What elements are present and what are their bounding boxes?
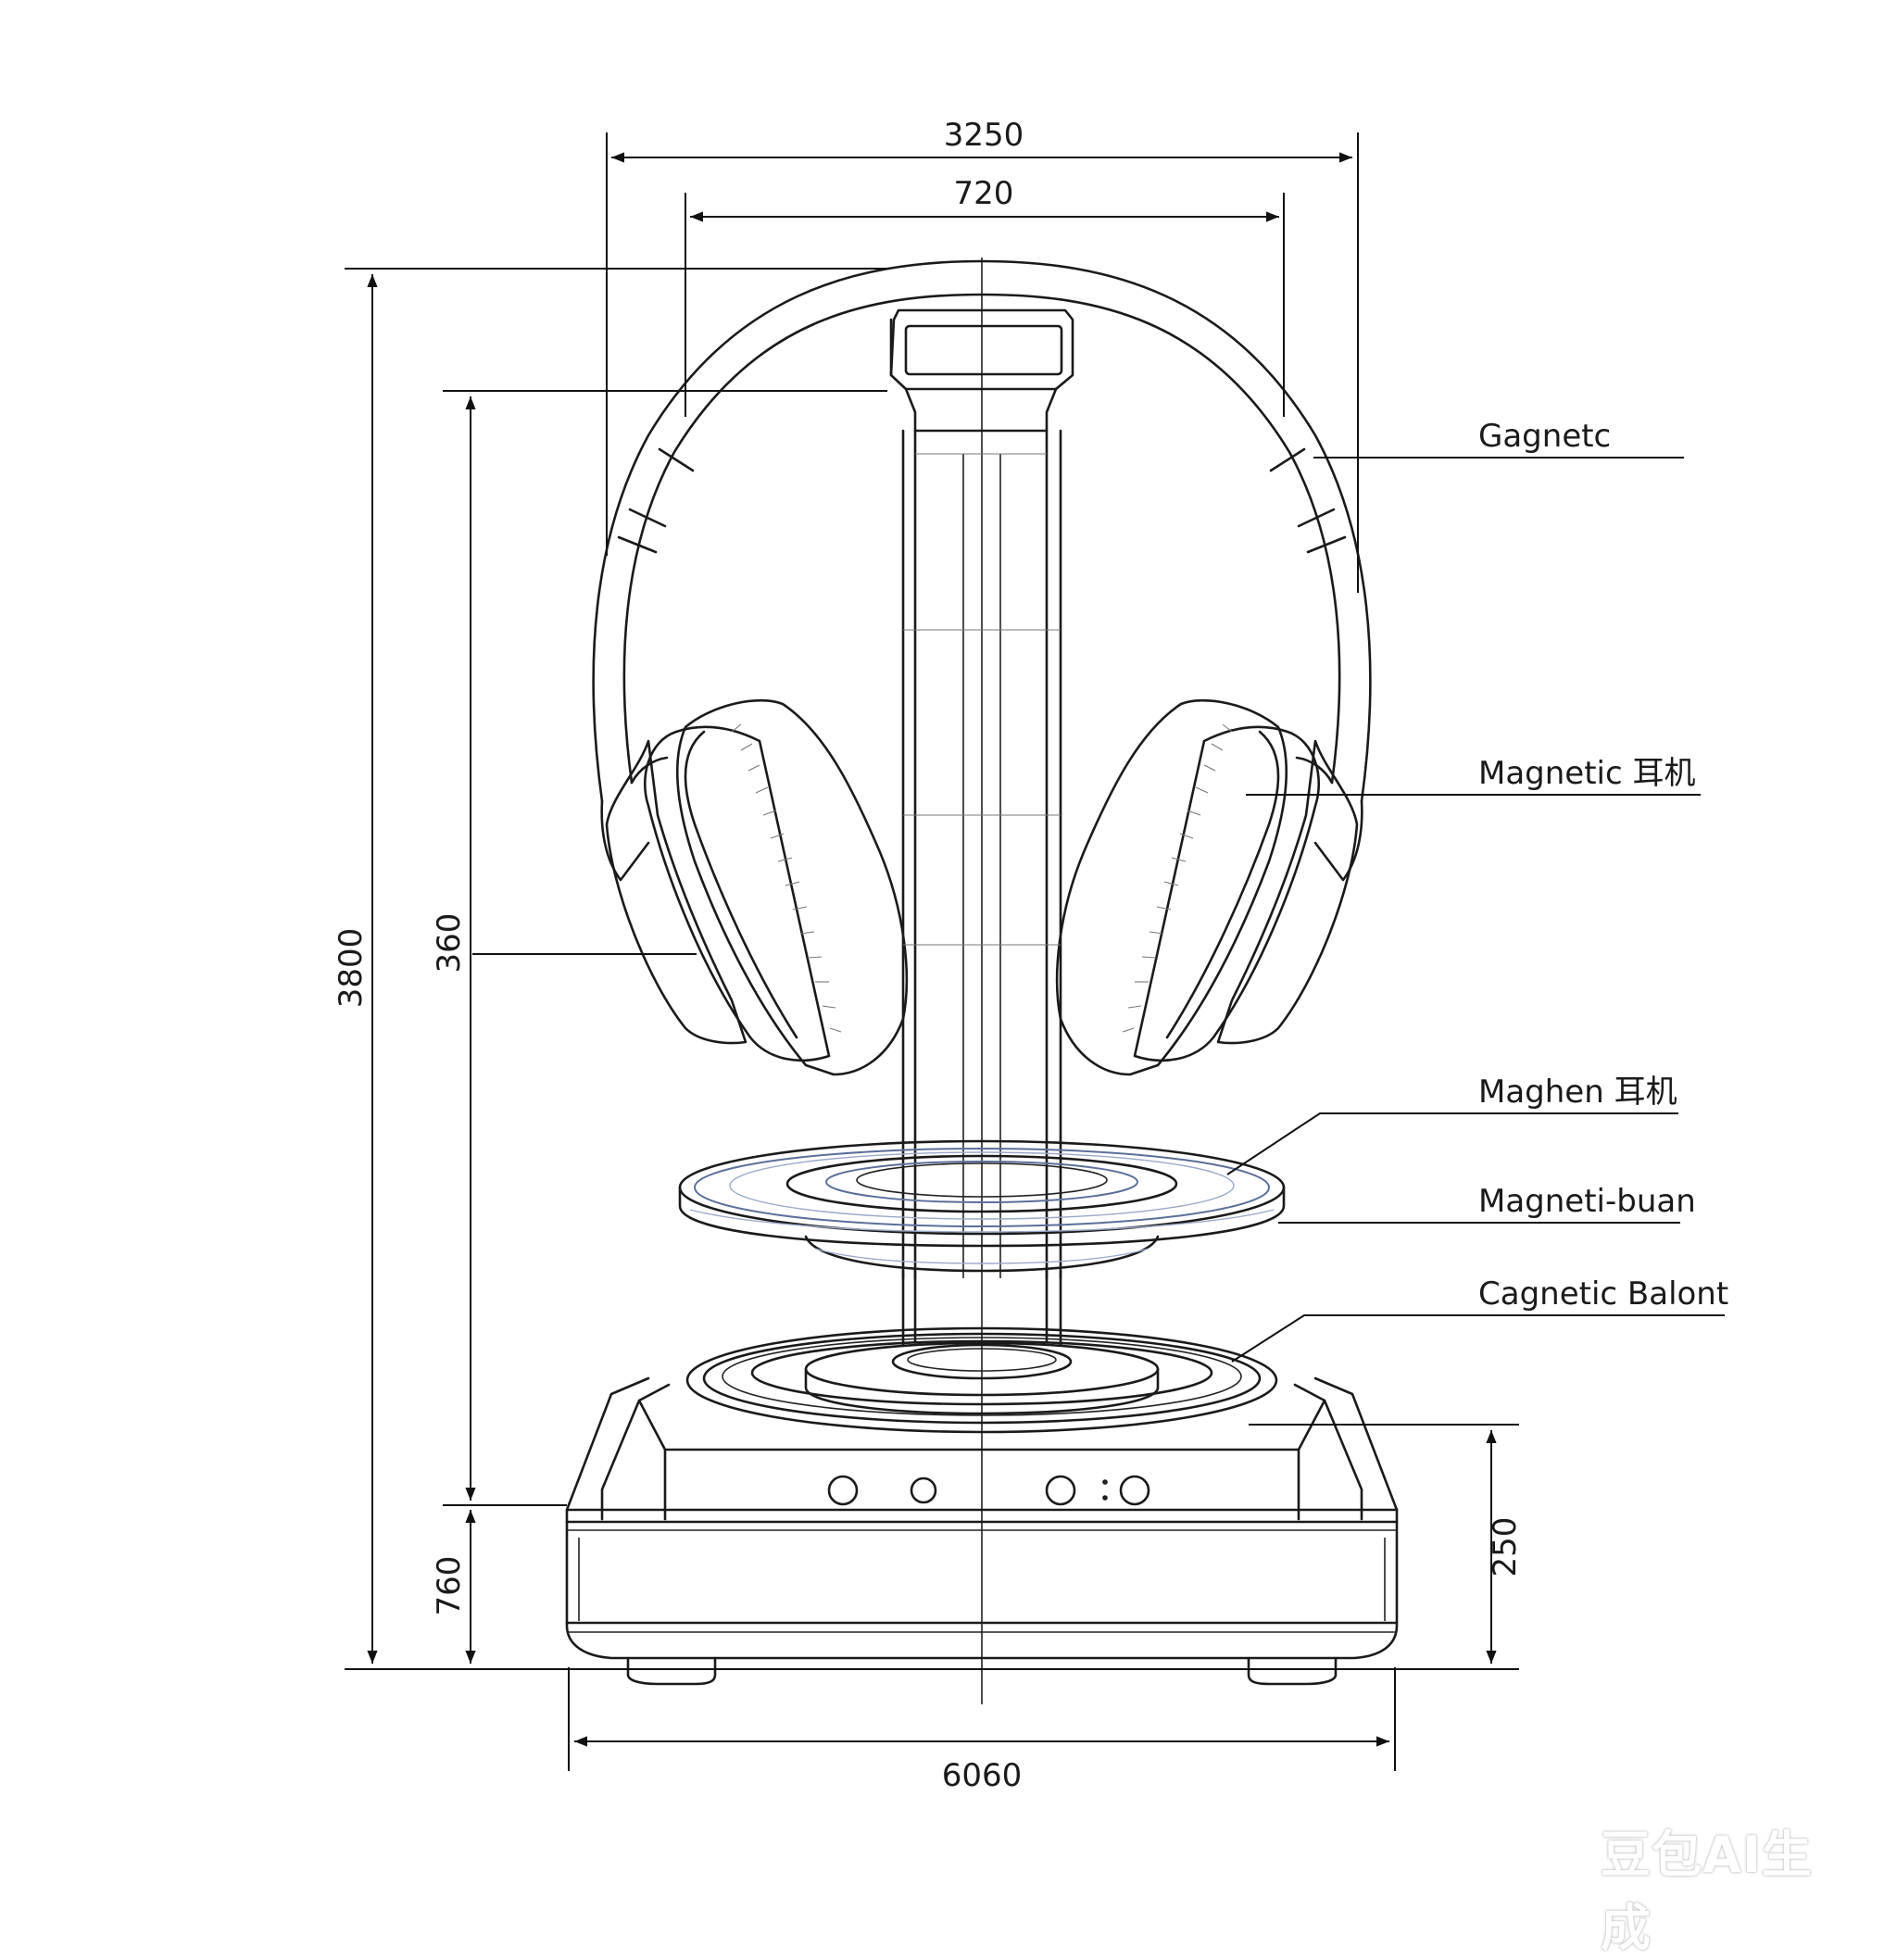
dim-right-base: 250 [1487, 1517, 1524, 1577]
base-buttons [827, 1475, 1150, 1506]
callout-label-4: Magneti-buan [1478, 1183, 1696, 1220]
base-button-1[interactable] [827, 1475, 859, 1506]
base-button-4[interactable] [1119, 1475, 1150, 1506]
technical-drawing: 3250 720 3800 360 760 250 6060 Gagnetc M… [333, 117, 1728, 1794]
base-button-2[interactable] [910, 1476, 937, 1504]
dim-left-lower: 760 [431, 1556, 468, 1616]
stand-column [889, 308, 1074, 1280]
dim-top-inner: 720 [954, 175, 1014, 212]
indicator-dot-1 [1102, 1479, 1108, 1485]
dim-top-outer: 3250 [944, 117, 1024, 154]
dimension-lines [345, 132, 1519, 1771]
left-ear-cup [605, 698, 909, 1076]
callout-label-2: Magnetic 耳机 [1478, 755, 1696, 792]
floating-disc [678, 1139, 1286, 1273]
dim-bottom: 6060 [942, 1757, 1023, 1794]
base-platform [685, 1326, 1278, 1434]
watermark: 豆包AI生成 [1601, 1826, 1813, 1957]
callout-label-1: Gagnetc [1478, 418, 1611, 455]
base-button-3[interactable] [1045, 1475, 1076, 1506]
dim-left-inner: 360 [431, 913, 468, 974]
dim-left-outer: 3800 [333, 928, 370, 1009]
callout-leaders [685, 457, 1725, 1363]
callout-label-5: Cagnetic Balont [1478, 1275, 1728, 1313]
callout-label-3: Maghen 耳机 [1478, 1074, 1677, 1111]
base-box [565, 1376, 1399, 1686]
right-ear-cup [1055, 698, 1359, 1076]
indicator-dot-2 [1102, 1495, 1108, 1501]
